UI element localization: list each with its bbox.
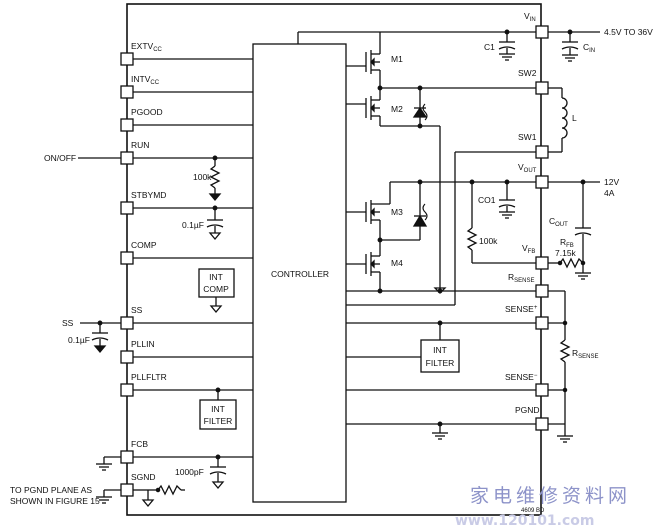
m1-label: M1 [391, 54, 403, 64]
pin-label-pgnd: PGND [515, 405, 540, 415]
pin-box-rsense [535, 284, 549, 298]
pin-label-sw1: SW1 [518, 132, 537, 142]
fcb-capacitor: 1000pF [175, 454, 227, 490]
pin-label-pllin: PLLIN [131, 339, 155, 349]
pin-label-sgnd: SGND [131, 472, 156, 482]
run-resistor-label: 100k [193, 172, 212, 182]
stbymd-cap-label: 0.1µF [182, 220, 204, 230]
pin-box-sw1 [535, 145, 549, 159]
m2-label: M2 [391, 104, 403, 114]
mosfet-m3: M3 [346, 200, 403, 240]
pin-label-sense-plus: SENSE+ [505, 304, 538, 314]
vout-label: 12V [604, 177, 619, 187]
svg-text:FILTER: FILTER [204, 416, 233, 426]
mosfet-m1: M1 [346, 46, 403, 88]
pin-label-run: RUN [131, 140, 149, 150]
pin-box-extvcc [120, 52, 134, 66]
pin-box-sgnd [120, 483, 134, 497]
svg-text:COMP: COMP [203, 284, 229, 294]
rfb-value-label: 7.15k [555, 248, 577, 258]
pgnd-note-line-2: SHOWN IN FIGURE 15 [10, 496, 100, 506]
figure-code: 4609 BD [521, 508, 545, 514]
pin-label-ss: SS [131, 305, 143, 315]
pin-label-pgood: PGOOD [131, 107, 163, 117]
pin-label-comp: COMP [131, 240, 157, 250]
iout-label: 4A [604, 188, 615, 198]
vin-range-label: 4.5V TO 36V [604, 27, 653, 37]
ss-label: SS [62, 318, 74, 328]
watermark-cn: 家电维修资料网 [470, 485, 631, 507]
pin-label-intvcc: INTVCC [131, 74, 160, 86]
controller-label: CONTROLLER [271, 269, 329, 279]
mosfet-m4: M4 [346, 240, 403, 291]
svg-text:INT: INT [433, 345, 447, 355]
right-external: CIN 4.5V TO 36V L 12V 4A COUT RFB 7.15k [548, 27, 653, 443]
pin-box-fcb [120, 450, 134, 464]
pin-box-vfb [535, 256, 549, 270]
int-filter-left-block: INT FILTER [199, 387, 237, 430]
pin-box-pgood [120, 118, 134, 132]
watermark: 家电维修资料网 www.120101.com [455, 485, 631, 529]
svg-text:INT: INT [209, 272, 223, 282]
ic-outline [126, 3, 542, 516]
pin-box-sw2 [535, 81, 549, 95]
cin-label: CIN [583, 42, 595, 54]
pin-label-sw2: SW2 [518, 68, 537, 78]
stbymd-capacitor: 0.1µF [182, 205, 224, 241]
svg-text:INT: INT [211, 404, 225, 414]
int-comp-block: INT COMP [198, 268, 235, 314]
on-off-label: ON/OFF [44, 153, 76, 163]
pin-box-vout [535, 175, 549, 189]
sgnd-connection [133, 484, 185, 508]
pin-label-sense-minus: SENSE− [505, 372, 538, 382]
pin-box-intvcc [120, 85, 134, 99]
m4-label: M4 [391, 258, 403, 268]
pin-box-stbymd [120, 201, 134, 215]
pin-box-pgnd [535, 417, 549, 431]
run-resistor-100k: 100k [193, 155, 222, 202]
c1-label: C1 [484, 42, 495, 52]
pin-box-sense-plus [535, 316, 549, 330]
mosfet-m2: M2 [346, 88, 403, 126]
left-pins: EXTVCC INTVCC PGOOD RUN STBYMD COMP SS P… [120, 41, 253, 497]
watermark-url: www.120101.com [455, 513, 595, 529]
pgnd-note-line-1: TO PGND PLANE AS [10, 485, 92, 495]
cout-label: COUT [549, 216, 568, 228]
ss-cap-label: 0.1µF [68, 335, 90, 345]
pin-label-rsense: RSENSE [508, 272, 534, 284]
controller-block [252, 43, 347, 503]
m3-label: M3 [391, 207, 403, 217]
power-stage: C1 M1 M2 [297, 29, 536, 440]
pin-box-run [120, 151, 134, 165]
pin-label-vin: VIN [524, 11, 536, 23]
pin-box-comp [120, 251, 134, 265]
fcb-cap-label: 1000pF [175, 467, 204, 477]
pin-label-vfb: VFB [522, 243, 535, 255]
pin-box-vin [535, 25, 549, 39]
pin-label-pllfltr: PLLFLTR [131, 372, 167, 382]
rfb-label: RFB [560, 237, 574, 249]
left-external: ON/OFF SS 0.1µF TO PGND PLANE AS SHOWN I… [10, 153, 121, 506]
pin-box-ss [120, 316, 134, 330]
fb-resistor-label: 100k [479, 236, 498, 246]
pin-box-pllin [120, 350, 134, 364]
rsense-label: RSENSE [572, 348, 598, 360]
pin-label-stbymd: STBYMD [131, 190, 166, 200]
svg-text:FILTER: FILTER [426, 358, 455, 368]
int-filter-mid-block [420, 339, 460, 373]
inductor-label: L [572, 113, 577, 123]
pin-label-vout: VOUT [518, 162, 537, 174]
co1-label: CO1 [478, 195, 496, 205]
pin-label-extvcc: EXTVCC [131, 41, 163, 53]
pin-label-fcb: FCB [131, 439, 148, 449]
pin-box-sense-minus [535, 383, 549, 397]
pin-box-pllfltr [120, 383, 134, 397]
